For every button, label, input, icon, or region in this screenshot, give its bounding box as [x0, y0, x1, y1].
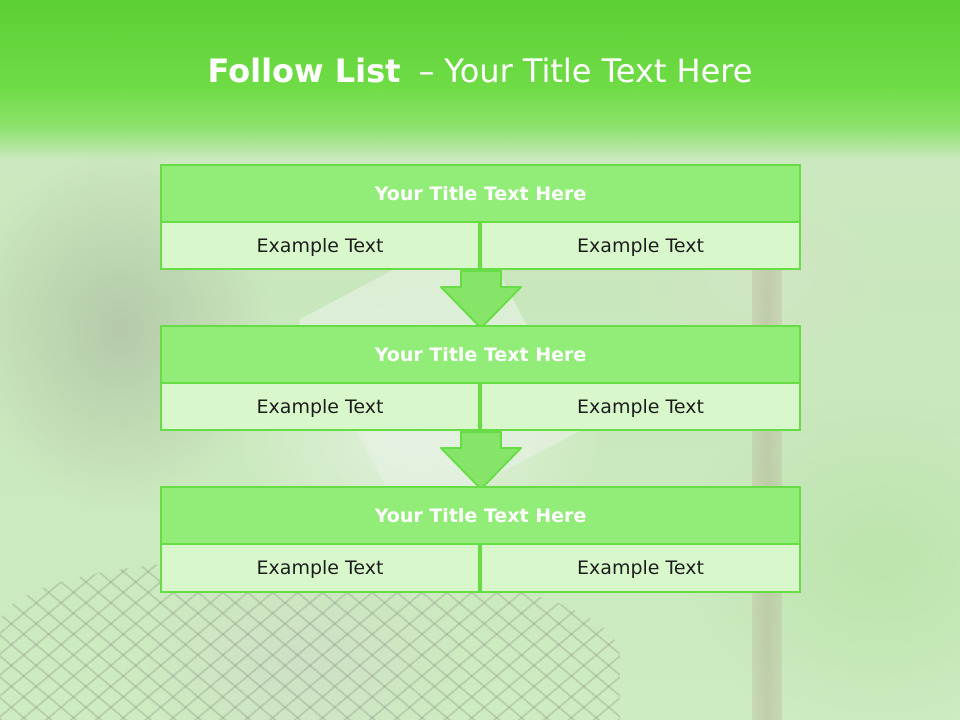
list-block-title: Your Title Text Here	[160, 486, 801, 545]
list-block-title: Your Title Text Here	[160, 164, 801, 223]
list-block-title: Your Title Text Here	[160, 325, 801, 384]
slide-title: Follow List–Your Title Text Here	[0, 52, 960, 90]
down-arrow-icon	[440, 270, 522, 329]
list-block-cell-right: Example Text	[480, 382, 801, 431]
slide-title-rest: Your Title Text Here	[444, 52, 753, 90]
down-arrow-icon	[440, 431, 522, 490]
slide-title-strong: Follow List	[207, 52, 401, 90]
list-block-cell-left: Example Text	[160, 221, 480, 270]
slide-title-dash: –	[418, 52, 435, 90]
list-block-cell-right: Example Text	[480, 221, 801, 270]
list-block-cell-left: Example Text	[160, 543, 480, 593]
background-photo-post	[752, 230, 782, 720]
list-block-cell-right: Example Text	[480, 543, 801, 593]
header-band	[0, 0, 960, 160]
list-block-cell-left: Example Text	[160, 382, 480, 431]
